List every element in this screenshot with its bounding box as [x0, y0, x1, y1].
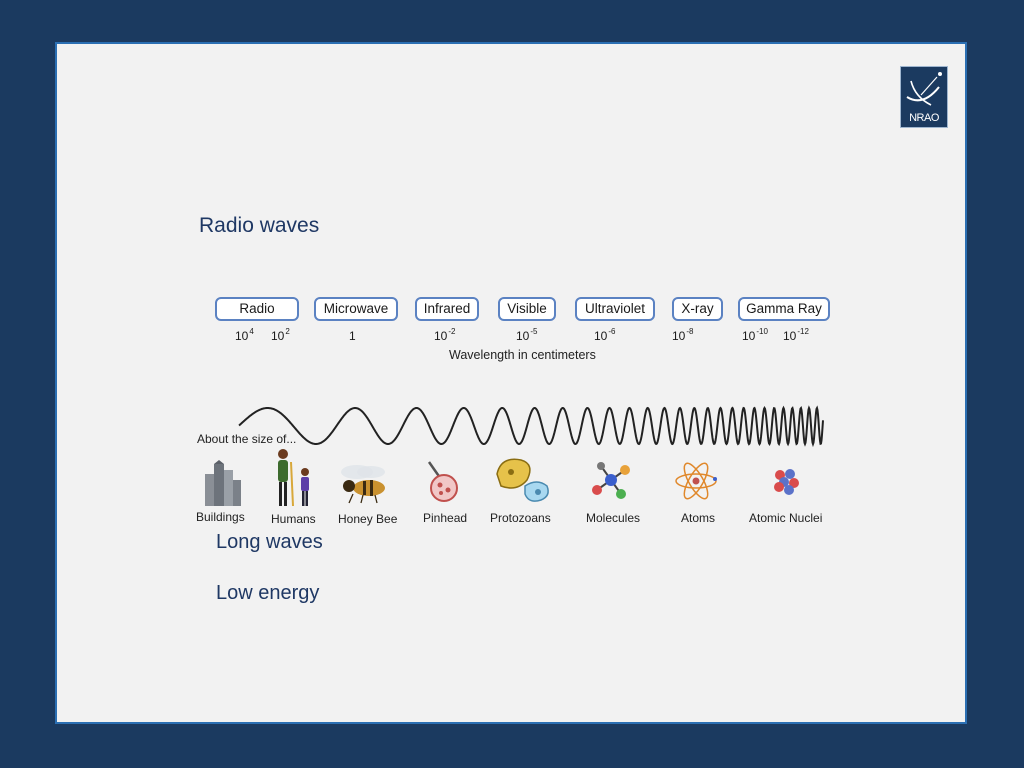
- wave-curve: [238, 405, 824, 448]
- wavelength-label: 102: [271, 327, 290, 343]
- object-label-pinhead: Pinhead: [423, 511, 468, 525]
- band-infrared: Infrared: [415, 297, 479, 321]
- wavelength-label: 10-12: [783, 327, 809, 343]
- protozoans-icon: [496, 458, 549, 502]
- band-ultraviolet: Ultraviolet: [575, 297, 655, 321]
- object-label-honey-bee: Honey Bee: [338, 512, 398, 526]
- object-label-molecules: Molecules: [586, 511, 641, 525]
- size-label: About the size of...: [197, 432, 297, 446]
- wave-line: [238, 405, 824, 448]
- wavelength-label: 10-8: [672, 327, 694, 343]
- atomic-nucleus-icon: [774, 469, 799, 495]
- logo-text: NRAO: [909, 112, 939, 124]
- band-x-ray: X-ray: [672, 297, 723, 321]
- band-visible: Visible: [498, 297, 556, 321]
- atom-icon: [675, 462, 717, 500]
- object-label-buildings: Buildings: [196, 510, 245, 524]
- object-label-atomic-nuclei: Atomic Nuclei: [749, 511, 823, 525]
- wavelength-label: 1: [349, 329, 356, 343]
- band-radio: Radio: [215, 297, 299, 321]
- slide-heading: Radio waves: [199, 214, 320, 237]
- wavelength-label: 104: [235, 327, 254, 343]
- humans-icon: [278, 449, 309, 507]
- axis-label: Wavelength in centimeters: [449, 348, 596, 362]
- wavelength-label: 10-2: [434, 327, 456, 343]
- band-microwave: Microwave: [314, 297, 398, 321]
- point-low-energy: Low energy: [216, 582, 320, 604]
- point-long-waves: Long waves: [216, 531, 323, 553]
- pinhead-icon: [427, 461, 458, 502]
- honey-bee-icon: [341, 465, 385, 504]
- slide: NRAO Radio waves Radio Microwave Infrare…: [55, 42, 967, 724]
- wavelength-label: 10-10: [742, 327, 768, 343]
- object-label-humans: Humans: [271, 512, 316, 526]
- band-gamma-ray: Gamma Ray: [738, 297, 830, 321]
- em-spectrum-diagram: Radio Microwave Infrared Visible Ultravi…: [187, 292, 837, 526]
- buildings-icon: [205, 460, 241, 506]
- molecules-icon: [592, 462, 630, 499]
- object-label-protozoans: Protozoans: [490, 511, 551, 525]
- wavelength-label: 10-6: [594, 327, 616, 343]
- radio-telescope-icon: [906, 72, 942, 106]
- object-label-atoms: Atoms: [681, 511, 716, 525]
- wavelength-label: 10-5: [516, 327, 538, 343]
- nrao-logo: NRAO: [900, 66, 948, 128]
